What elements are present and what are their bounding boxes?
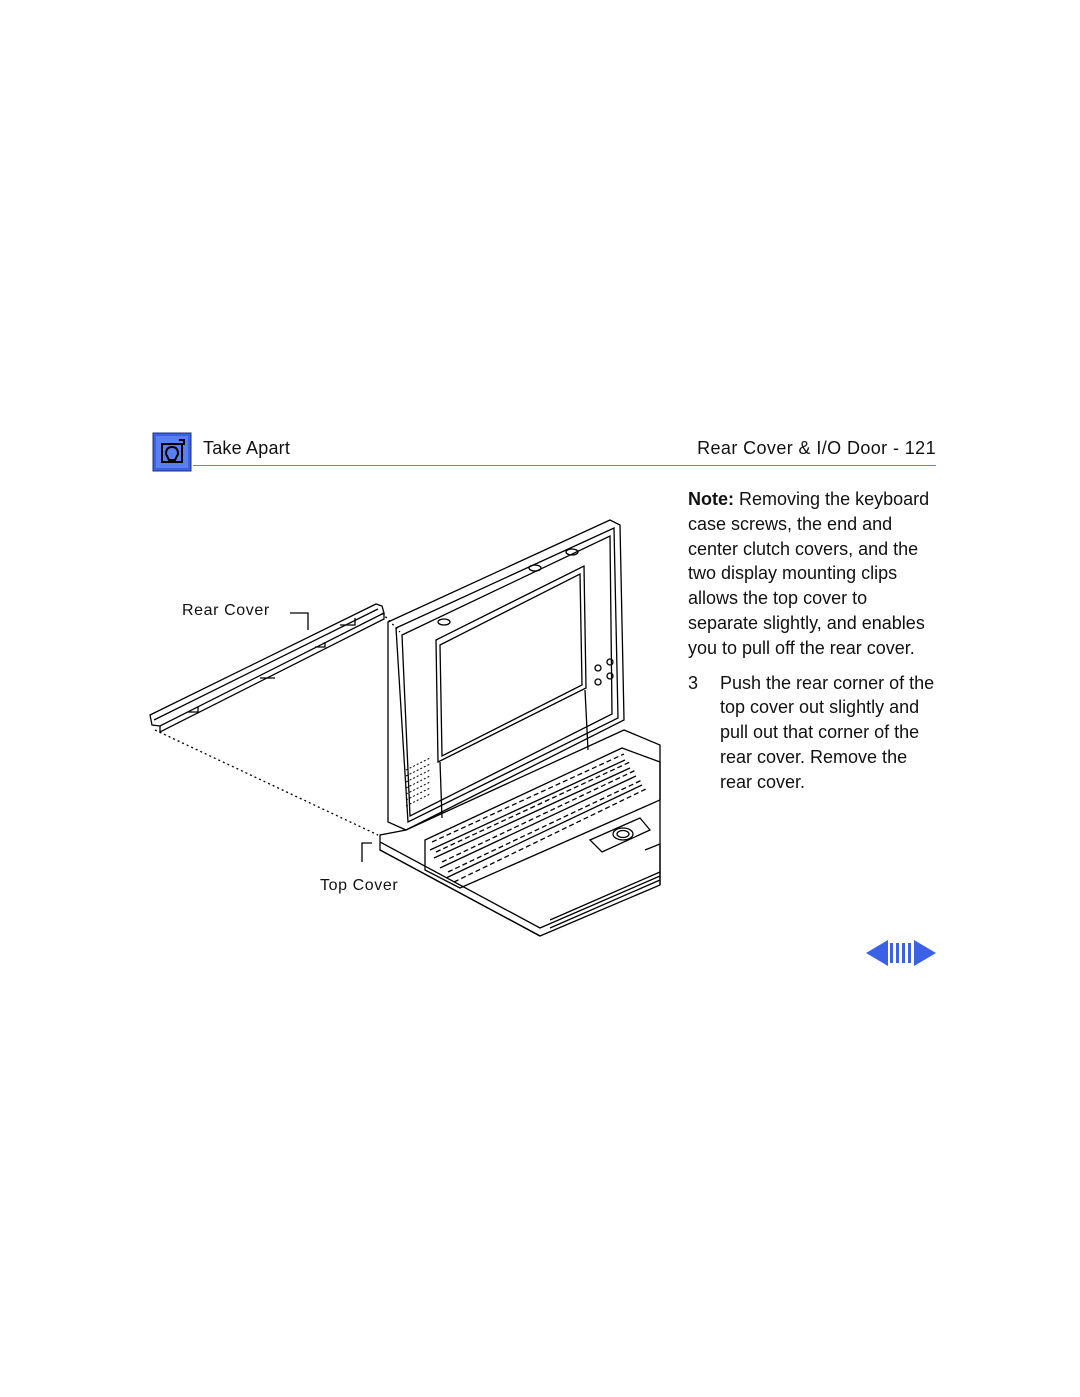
label-top-cover: Top Cover: [320, 877, 399, 894]
display-details: [437, 548, 614, 819]
trackball-area: [588, 817, 652, 853]
screen: [435, 564, 587, 764]
step-number: 3: [688, 672, 699, 693]
triangle-right-icon[interactable]: [914, 940, 936, 966]
instructions: Note: Removing the keyboard case screws,…: [688, 487, 938, 795]
note-text: Removing the keyboard case screws, the e…: [688, 489, 930, 658]
section-title: Take Apart: [203, 438, 291, 458]
triangle-left-icon[interactable]: [866, 940, 888, 966]
label-rear-cover: Rear Cover: [182, 602, 270, 619]
step-text: Push the rear corner of the top cover ou…: [720, 672, 935, 792]
display-panel: [387, 519, 625, 831]
wrench-manual-icon: [152, 432, 192, 472]
vertical-bars-icon[interactable]: [890, 943, 912, 963]
rear-cover-part: [149, 603, 385, 727]
page-header: Take Apart Rear Cover & I/O Door - 121: [152, 432, 936, 472]
note-paragraph: Note: Removing the keyboard case screws,…: [688, 487, 938, 661]
header-divider: [193, 465, 936, 466]
laptop-illustration: [149, 519, 661, 937]
step-3: 3 Push the rear corner of the top cover …: [688, 671, 938, 795]
keyboard: [424, 747, 661, 889]
page-title: Rear Cover & I/O Door - 121: [697, 438, 936, 458]
note-label: Note:: [688, 489, 734, 509]
page-navigation: [866, 940, 936, 966]
